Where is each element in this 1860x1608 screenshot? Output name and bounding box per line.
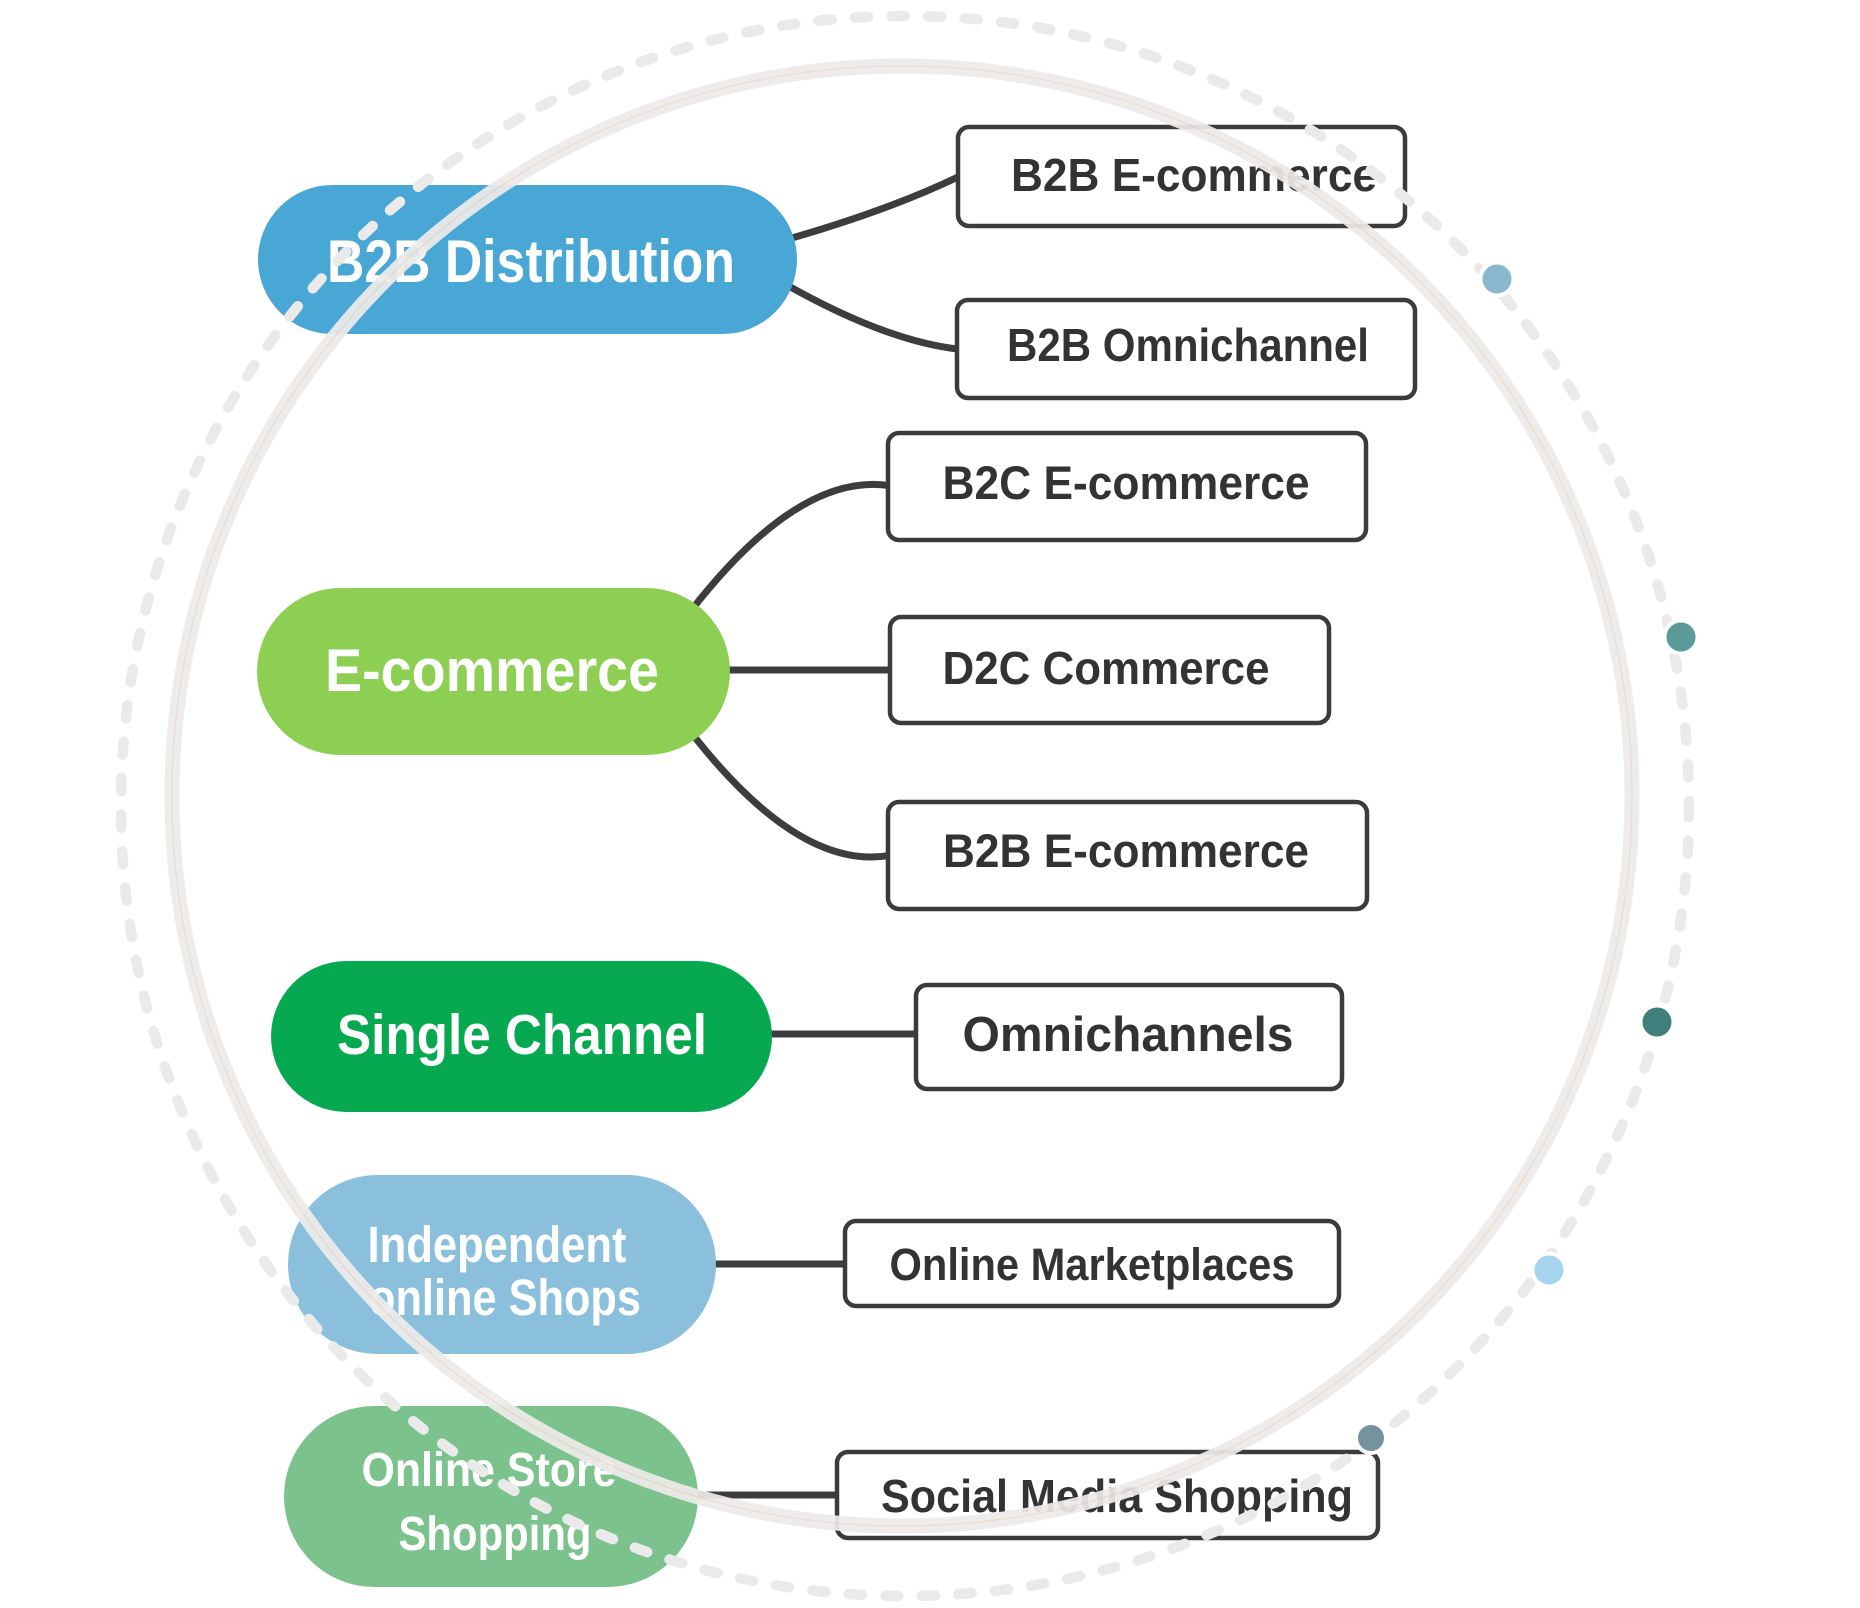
svg-text:D2C Commerce: D2C Commerce: [943, 642, 1270, 694]
svg-text:B2C E-commerce: B2C E-commerce: [943, 456, 1310, 509]
svg-text:Online Marketplaces: Online Marketplaces: [890, 1239, 1295, 1290]
svg-text:Single Channel: Single Channel: [337, 1003, 707, 1067]
svg-text:B2B Omnichannel: B2B Omnichannel: [1007, 319, 1369, 371]
svg-text:Shopping: Shopping: [399, 1508, 592, 1561]
svg-text:online Shops: online Shops: [369, 1269, 641, 1326]
svg-text:B2B E-commerce: B2B E-commerce: [943, 824, 1309, 877]
svg-text:Independent: Independent: [368, 1216, 627, 1273]
svg-text:E-commerce: E-commerce: [325, 637, 659, 704]
svg-text:Omnichannels: Omnichannels: [963, 1008, 1294, 1062]
